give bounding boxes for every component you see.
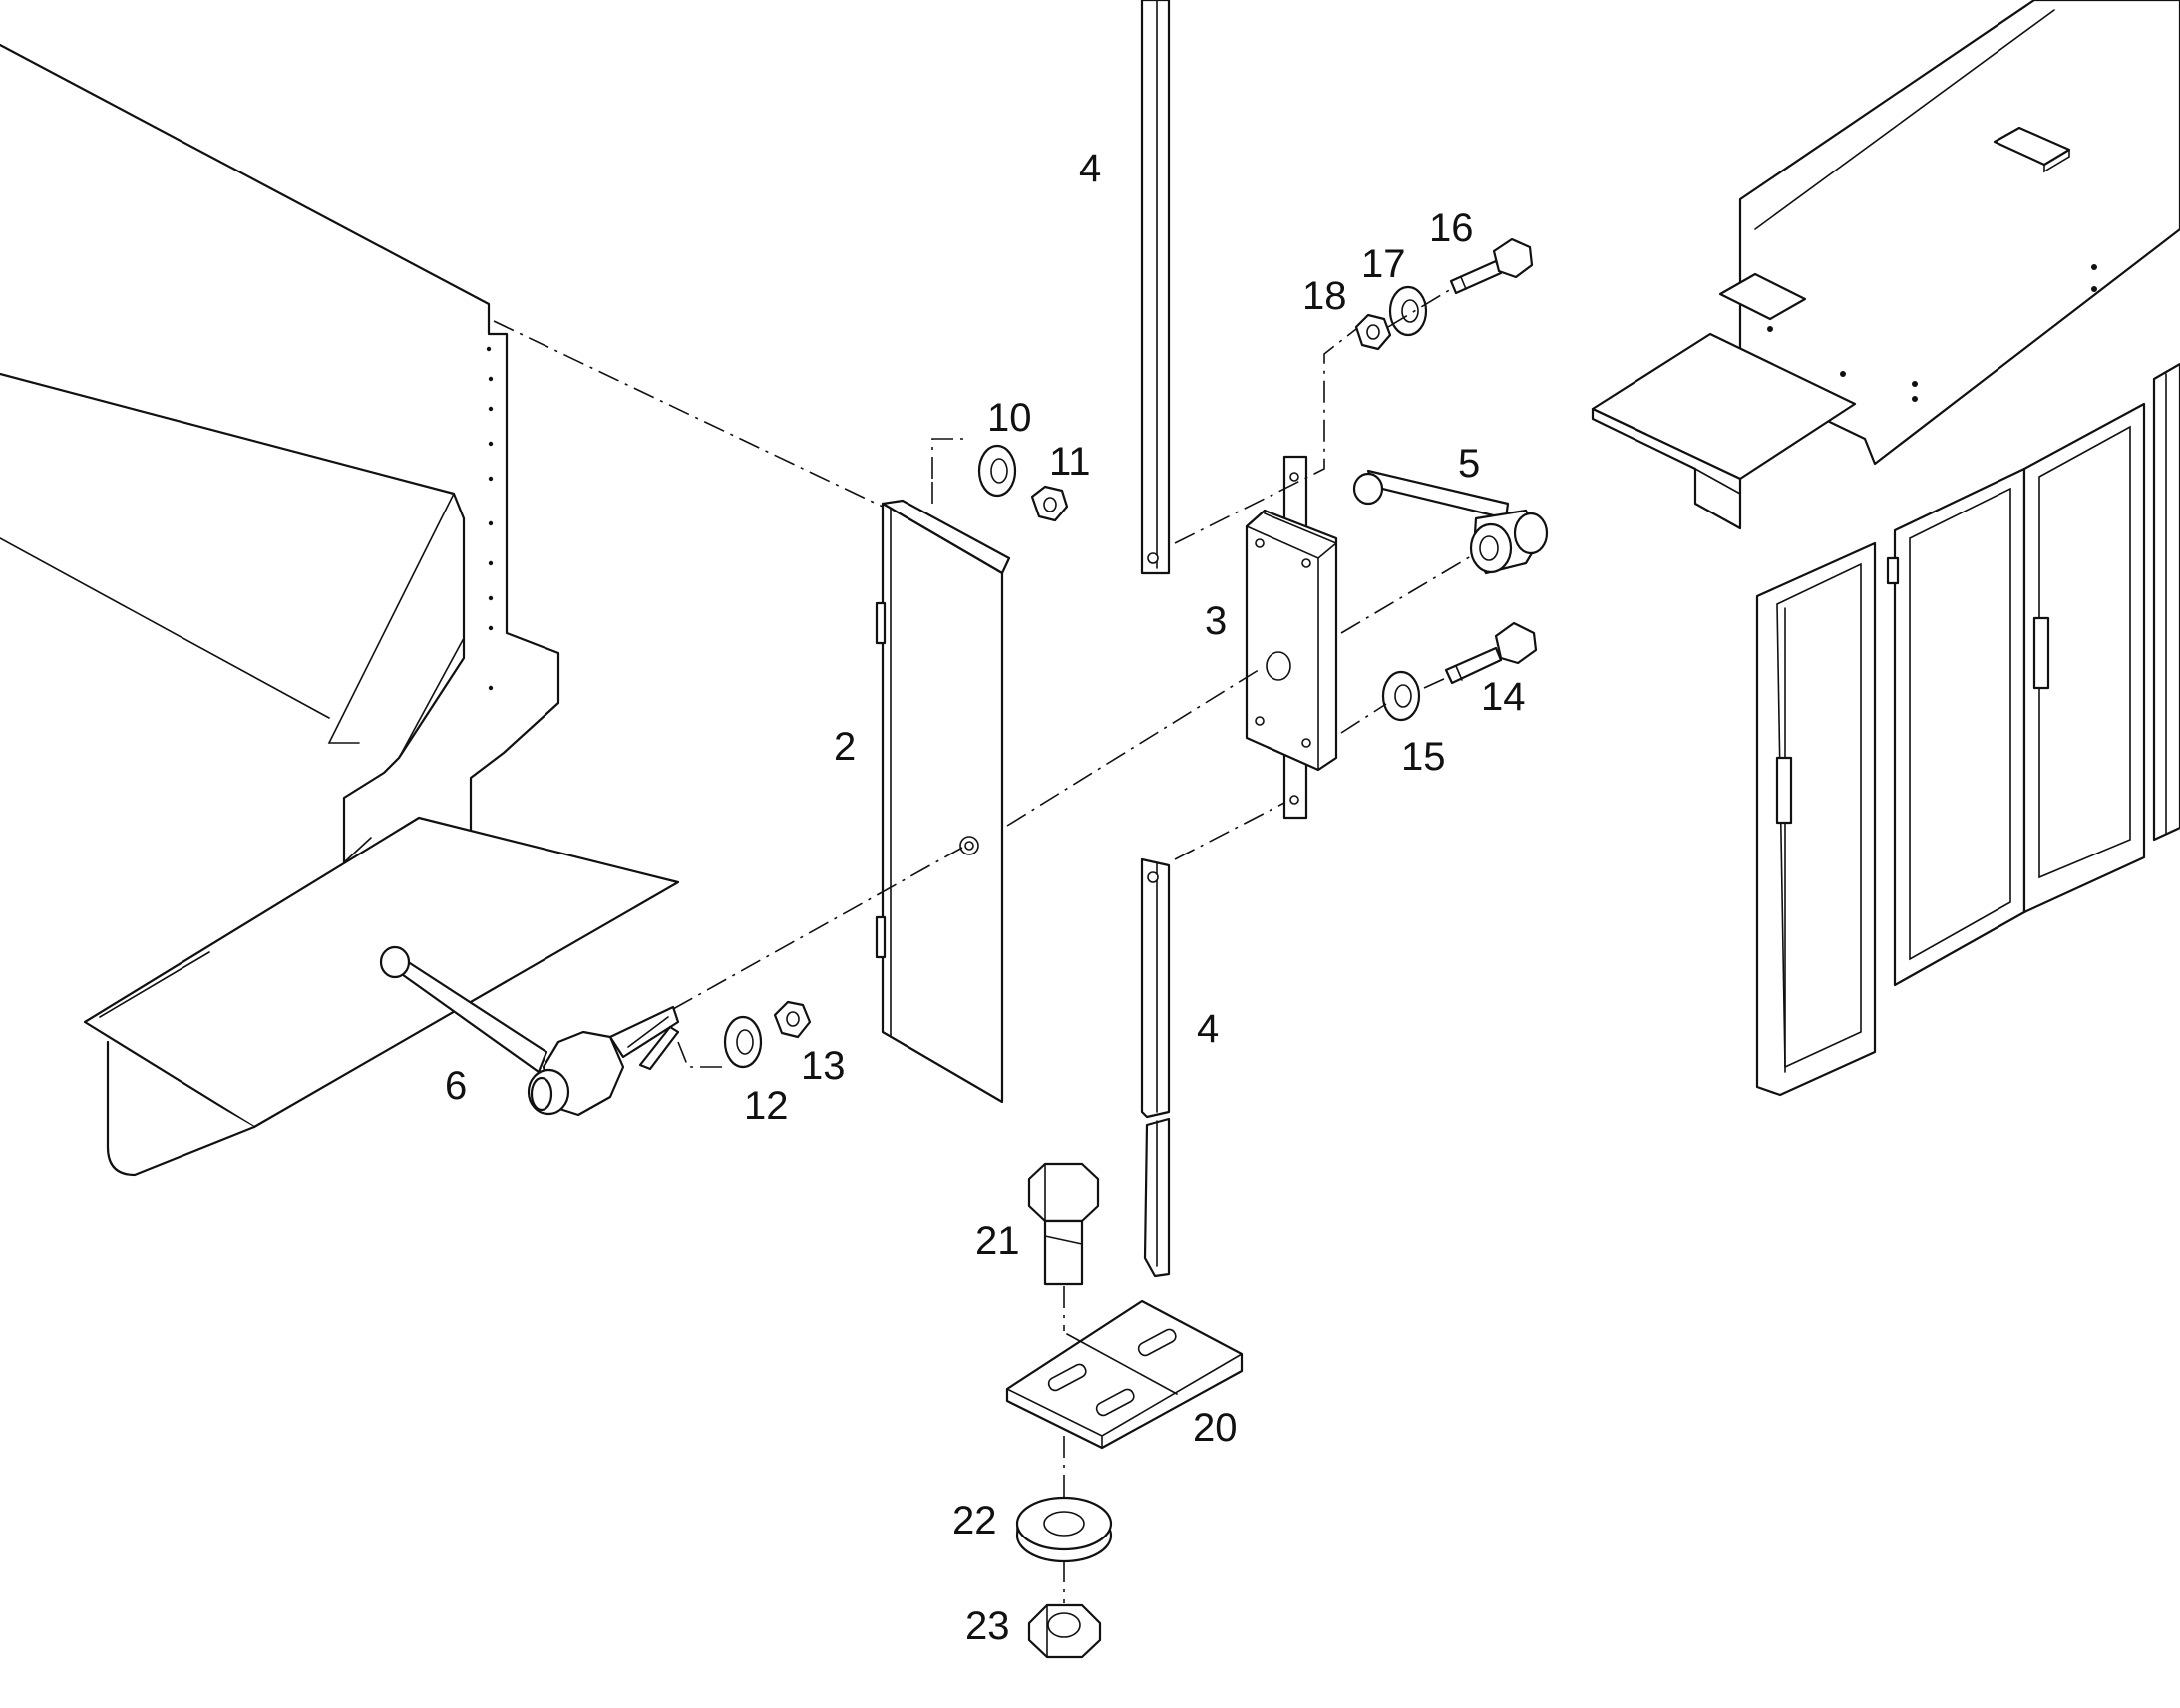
bolt-part-21 [1027,1162,1100,1286]
callout-3: 3 [1205,599,1227,643]
callout-15: 15 [1401,735,1446,779]
washer-part-17 [1388,285,1428,337]
callout-labels: 2 3 4 4 5 6 10 11 12 13 14 15 16 17 18 2… [445,147,1526,1648]
callout-17: 17 [1361,242,1406,286]
door-panel-left [1755,541,1877,1097]
hopper-body [0,43,680,1177]
washer-part-15 [1381,670,1421,722]
washer-part-22 [1015,1496,1113,1563]
lock-block-part-3 [1245,455,1338,820]
machine-frame [1591,0,2180,530]
rod-lower-part-4 [1140,857,1171,1278]
bolt-part-16 [1449,237,1534,295]
nut-part-23 [1027,1603,1102,1659]
hopper-hole-column [486,346,494,691]
door-panel-edge [2152,362,2180,842]
bolt-part-14 [1444,621,1538,685]
callout-4-lower: 4 [1197,1007,1219,1051]
callout-11: 11 [1049,440,1091,484]
callout-14: 14 [1481,675,1526,719]
callout-18: 18 [1302,274,1347,318]
callout-20: 20 [1193,1406,1238,1450]
nut-part-11 [1030,485,1069,522]
assembly-leader-lines [493,288,1472,1603]
door-panel-middle [1886,467,2026,987]
callout-5: 5 [1458,442,1480,486]
washer-part-12 [723,1015,763,1069]
callout-23: 23 [965,1604,1010,1648]
rod-upper-part-4 [1140,0,1171,575]
callout-12: 12 [744,1084,789,1128]
nut-part-13 [773,1000,812,1039]
callout-4-upper: 4 [1079,147,1101,190]
shaft-part-5 [1352,469,1549,575]
plate-part-20 [1005,1299,1244,1450]
callout-16: 16 [1429,206,1474,250]
handle-part-6 [379,945,680,1117]
door-panel-right [2022,402,2146,914]
washer-part-10 [977,444,1017,498]
callout-10: 10 [987,396,1032,440]
callout-22: 22 [952,1499,997,1542]
callout-21: 21 [975,1219,1020,1263]
nut-part-18 [1354,313,1392,351]
callout-6: 6 [445,1064,467,1108]
cover-panel-part-2 [875,499,1011,1104]
callout-13: 13 [801,1044,846,1088]
callout-2: 2 [834,725,856,769]
